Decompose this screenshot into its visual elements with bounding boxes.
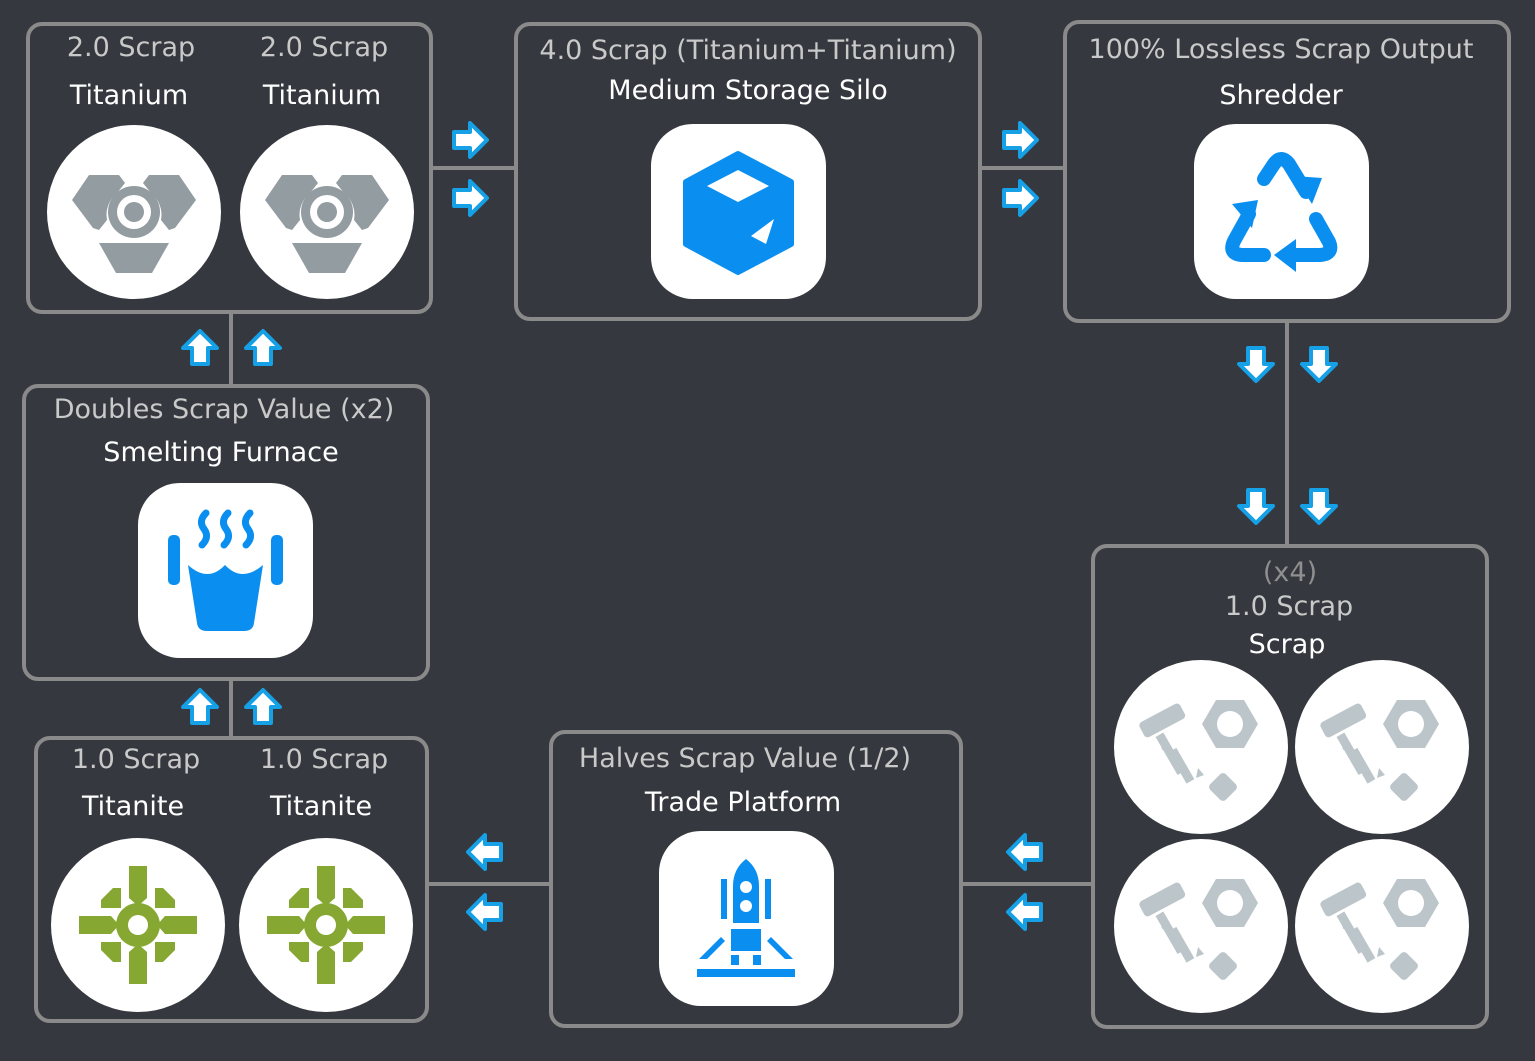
furnace-header: Doubles Scrap Value (x2): [53, 394, 395, 425]
titanium-name: Titanium: [262, 80, 382, 111]
connector: [961, 882, 1093, 886]
titanium-header: 2.0 Scrap: [259, 32, 389, 63]
scrap-name: Scrap: [1248, 629, 1326, 660]
arrow-up-icon: [181, 688, 219, 725]
arrow-right-icon: [452, 179, 489, 217]
titanite-icon: [51, 838, 225, 1012]
arrow-down-icon: [1300, 346, 1338, 383]
titanite-icon: [239, 838, 413, 1012]
titanite-header: 1.0 Scrap: [259, 744, 389, 775]
scrap-multiplier: (x4): [1262, 557, 1318, 588]
shredder-header: 100% Lossless Scrap Output: [1088, 34, 1474, 65]
connector: [1285, 321, 1289, 546]
arrow-down-icon: [1237, 488, 1275, 525]
connector: [229, 679, 233, 738]
connector: [229, 312, 233, 386]
arrow-down-icon: [1237, 346, 1275, 383]
trade-node: [549, 730, 963, 1028]
titanium-icon: [240, 125, 414, 299]
arrow-right-icon: [1002, 179, 1039, 217]
titanium-node: [26, 22, 433, 314]
connector: [432, 166, 516, 170]
furnace-node: [22, 384, 430, 681]
arrow-up-icon: [181, 329, 219, 366]
scrap-icon: [1295, 660, 1469, 834]
shredder-name: Shredder: [1219, 80, 1343, 111]
arrow-left-icon: [466, 893, 503, 931]
arrow-left-icon: [1006, 833, 1043, 871]
titanite-name: Titanite: [269, 791, 373, 822]
scrap-icon: [1114, 839, 1288, 1013]
titanium-icon: [47, 125, 221, 299]
arrow-up-icon: [244, 329, 282, 366]
scrap-icon: [1114, 660, 1288, 834]
arrow-down-icon: [1300, 488, 1338, 525]
silo-node: [514, 22, 982, 321]
arrow-right-icon: [1002, 121, 1039, 159]
trade-header: Halves Scrap Value (1/2): [578, 743, 912, 774]
titanite-name: Titanite: [81, 791, 185, 822]
recycle-icon: [1194, 124, 1369, 299]
silo-header: 4.0 Scrap (Titanium+Titanium): [539, 35, 957, 66]
arrow-left-icon: [1006, 893, 1043, 931]
furnace-icon: [138, 483, 313, 658]
titanite-header: 1.0 Scrap: [71, 744, 201, 775]
storage-box-icon: [651, 124, 826, 299]
titanium-name: Titanium: [69, 80, 189, 111]
scrap-node: [1091, 544, 1489, 1029]
furnace-name: Smelting Furnace: [103, 437, 339, 468]
silo-name: Medium Storage Silo: [608, 75, 888, 106]
arrow-right-icon: [452, 121, 489, 159]
connector: [427, 882, 551, 886]
rocket-launch-icon: [659, 831, 834, 1006]
scrap-header: 1.0 Scrap: [1224, 591, 1354, 622]
shredder-node: [1063, 20, 1511, 323]
trade-name: Trade Platform: [644, 787, 842, 818]
arrow-left-icon: [466, 833, 503, 871]
scrap-icon: [1295, 839, 1469, 1013]
arrow-up-icon: [244, 688, 282, 725]
connector: [980, 166, 1065, 170]
titanium-header: 2.0 Scrap: [66, 32, 196, 63]
titanite-node: [34, 736, 429, 1023]
